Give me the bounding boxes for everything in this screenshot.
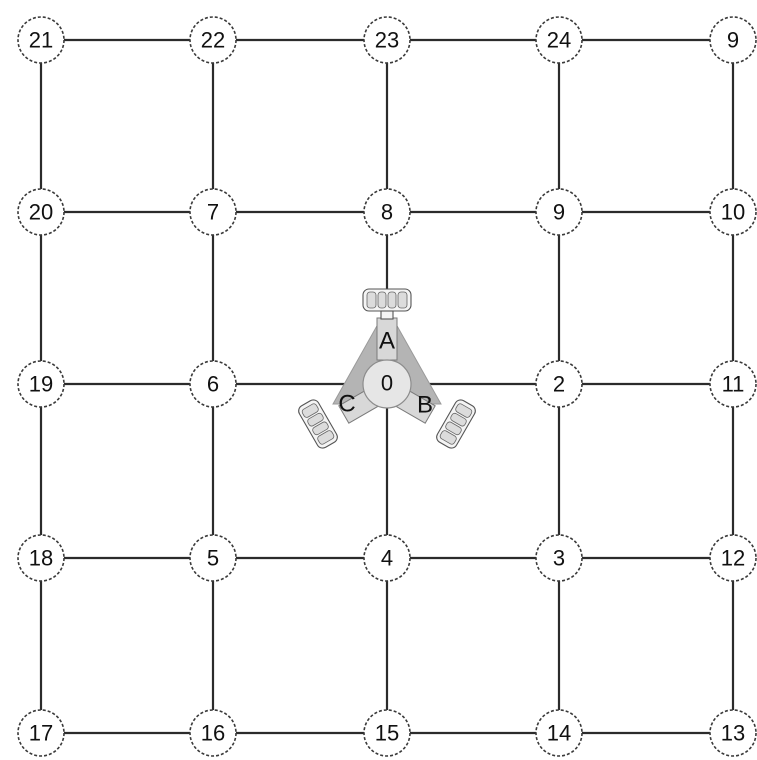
grid-node-label: 9: [727, 28, 739, 53]
grid-node-label: 22: [201, 28, 225, 53]
grid-node: 15: [364, 710, 410, 756]
wheel-c-icon: [296, 398, 339, 451]
grid-node: 7: [190, 189, 236, 235]
grid-node: 18: [18, 535, 64, 581]
grid-node: 8: [364, 189, 410, 235]
grid-node: 23: [364, 17, 410, 63]
grid-node: 20: [18, 189, 64, 235]
grid-node: 24: [536, 17, 582, 63]
grid-node-label: 11: [722, 372, 745, 397]
grid-node-label: 8: [381, 200, 393, 225]
grid-node: 14: [536, 710, 582, 756]
grid-node-label: 3: [553, 546, 565, 571]
robot-center-label: 0: [381, 371, 393, 396]
grid-node-label: 10: [721, 200, 745, 225]
grid-node: 6: [190, 361, 236, 407]
grid-node-label: 19: [29, 372, 53, 397]
grid-node: 11: [710, 361, 756, 407]
grid-node-label: 4: [381, 546, 393, 571]
grid-node-label: 23: [375, 28, 399, 53]
grid-node-label: 16: [201, 721, 225, 746]
grid-node: 16: [190, 710, 236, 756]
wheel-b-label: B: [417, 392, 433, 419]
grid-node: 10: [710, 189, 756, 235]
grid-node: 13: [710, 710, 756, 756]
grid-node-label: 24: [547, 28, 571, 53]
grid-node: 19: [18, 361, 64, 407]
wheel-a-icon: [363, 289, 411, 319]
grid-node: 3: [536, 535, 582, 581]
grid-node: 21: [18, 17, 64, 63]
grid-node-label: 15: [375, 721, 399, 746]
grid-node: 5: [190, 535, 236, 581]
grid-node-label: 21: [29, 28, 53, 53]
grid-node-label: 7: [207, 200, 219, 225]
grid-node-label: 13: [721, 721, 745, 746]
grid-node-label: 14: [547, 721, 571, 746]
grid-node-label: 12: [721, 546, 745, 571]
grid-node-label: 2: [553, 372, 565, 397]
wheel-b-icon: [434, 398, 477, 451]
grid-node: 9: [710, 17, 756, 63]
grid-node-label: 9: [553, 200, 565, 225]
grid-node-label: 6: [207, 372, 219, 397]
grid-node-label: 5: [207, 546, 219, 571]
grid-node: 4: [364, 535, 410, 581]
grid-node: 2: [536, 361, 582, 407]
wheel-a-label: A: [379, 328, 395, 355]
grid-node: 17: [18, 710, 64, 756]
grid-node: 22: [190, 17, 236, 63]
grid-node-label: 17: [29, 721, 53, 746]
grid-node: 9: [536, 189, 582, 235]
grid-node-label: 18: [29, 546, 53, 571]
grid-node: 12: [710, 535, 756, 581]
wheel-c-label: C: [338, 391, 355, 418]
grid-node-label: 20: [29, 200, 53, 225]
